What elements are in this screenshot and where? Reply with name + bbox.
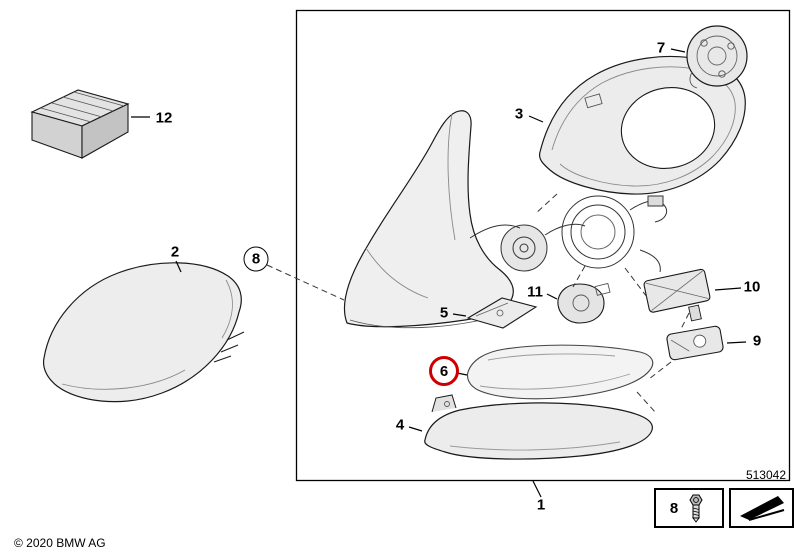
callout-9[interactable]: 9	[752, 332, 762, 350]
callout-8[interactable]: 8	[243, 246, 269, 272]
part-11-motor-mount-drawing	[546, 282, 611, 324]
callout-4[interactable]: 4	[395, 416, 405, 434]
callout-12[interactable]: 12	[155, 109, 173, 127]
screw-icon	[689, 494, 703, 523]
legend-direction-box	[729, 488, 794, 528]
callout-6-number: 6	[439, 362, 449, 380]
part-12-box-drawing	[30, 89, 150, 159]
copyright-notice: © 2020 BMW AG	[14, 536, 106, 550]
part-6-turn-signal-lens-drawing	[456, 344, 654, 400]
part-5-cover-panel-drawing	[452, 297, 538, 329]
callout-6-highlighted[interactable]: 6	[429, 356, 459, 386]
legend-screw-box: 8	[654, 488, 724, 528]
wiring-harness-drawing	[469, 195, 668, 273]
callout-11[interactable]: 11	[527, 283, 543, 301]
leader-line-1	[532, 480, 542, 498]
mirror-base-drawing	[343, 110, 514, 329]
callout-7[interactable]: 7	[656, 39, 666, 57]
callout-2[interactable]: 2	[170, 243, 180, 261]
part-9-holder-drawing	[666, 325, 747, 361]
alignment-dashed-lines	[266, 193, 690, 414]
callout-1[interactable]: 1	[536, 496, 546, 514]
legend-screw-ref: 8	[669, 499, 679, 517]
direction-wedge-icon	[739, 496, 784, 521]
callout-3[interactable]: 3	[514, 105, 524, 123]
part-4-lower-trim-drawing	[408, 394, 653, 460]
callout-10[interactable]: 10	[743, 278, 761, 296]
part-2-mirror-cap-drawing	[42, 260, 245, 403]
part-7-actuator-drawing	[670, 25, 748, 89]
part-3-housing-frame-drawing	[528, 55, 746, 195]
diagram-frame	[295, 9, 791, 482]
callout-5[interactable]: 5	[439, 304, 449, 322]
part-10-module-bracket-drawing	[643, 268, 742, 322]
diagram-number: 513042	[745, 468, 786, 482]
callout-8-number: 8	[251, 250, 261, 268]
